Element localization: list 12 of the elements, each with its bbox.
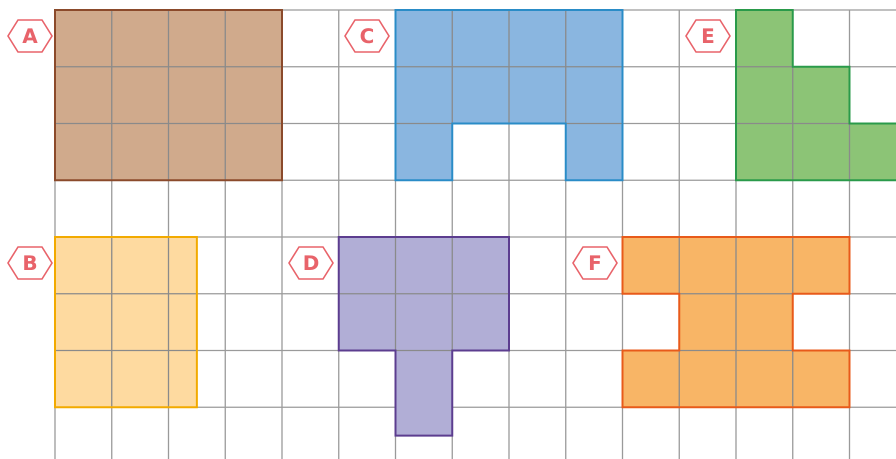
hexagon-badge (7, 19, 53, 53)
hexagon-badge (7, 246, 53, 280)
badge-letter: A (22, 24, 38, 48)
hexagon-badge (288, 246, 334, 280)
hexagon-badge (344, 19, 390, 53)
hexagon-badge (572, 246, 618, 280)
badge-letter: C (360, 24, 374, 48)
badge-letter: D (302, 251, 320, 275)
badge-letter: E (701, 24, 715, 48)
hexagon-badge (685, 19, 731, 53)
badge-letter: F (588, 251, 602, 275)
badge-letter: B (22, 251, 38, 275)
